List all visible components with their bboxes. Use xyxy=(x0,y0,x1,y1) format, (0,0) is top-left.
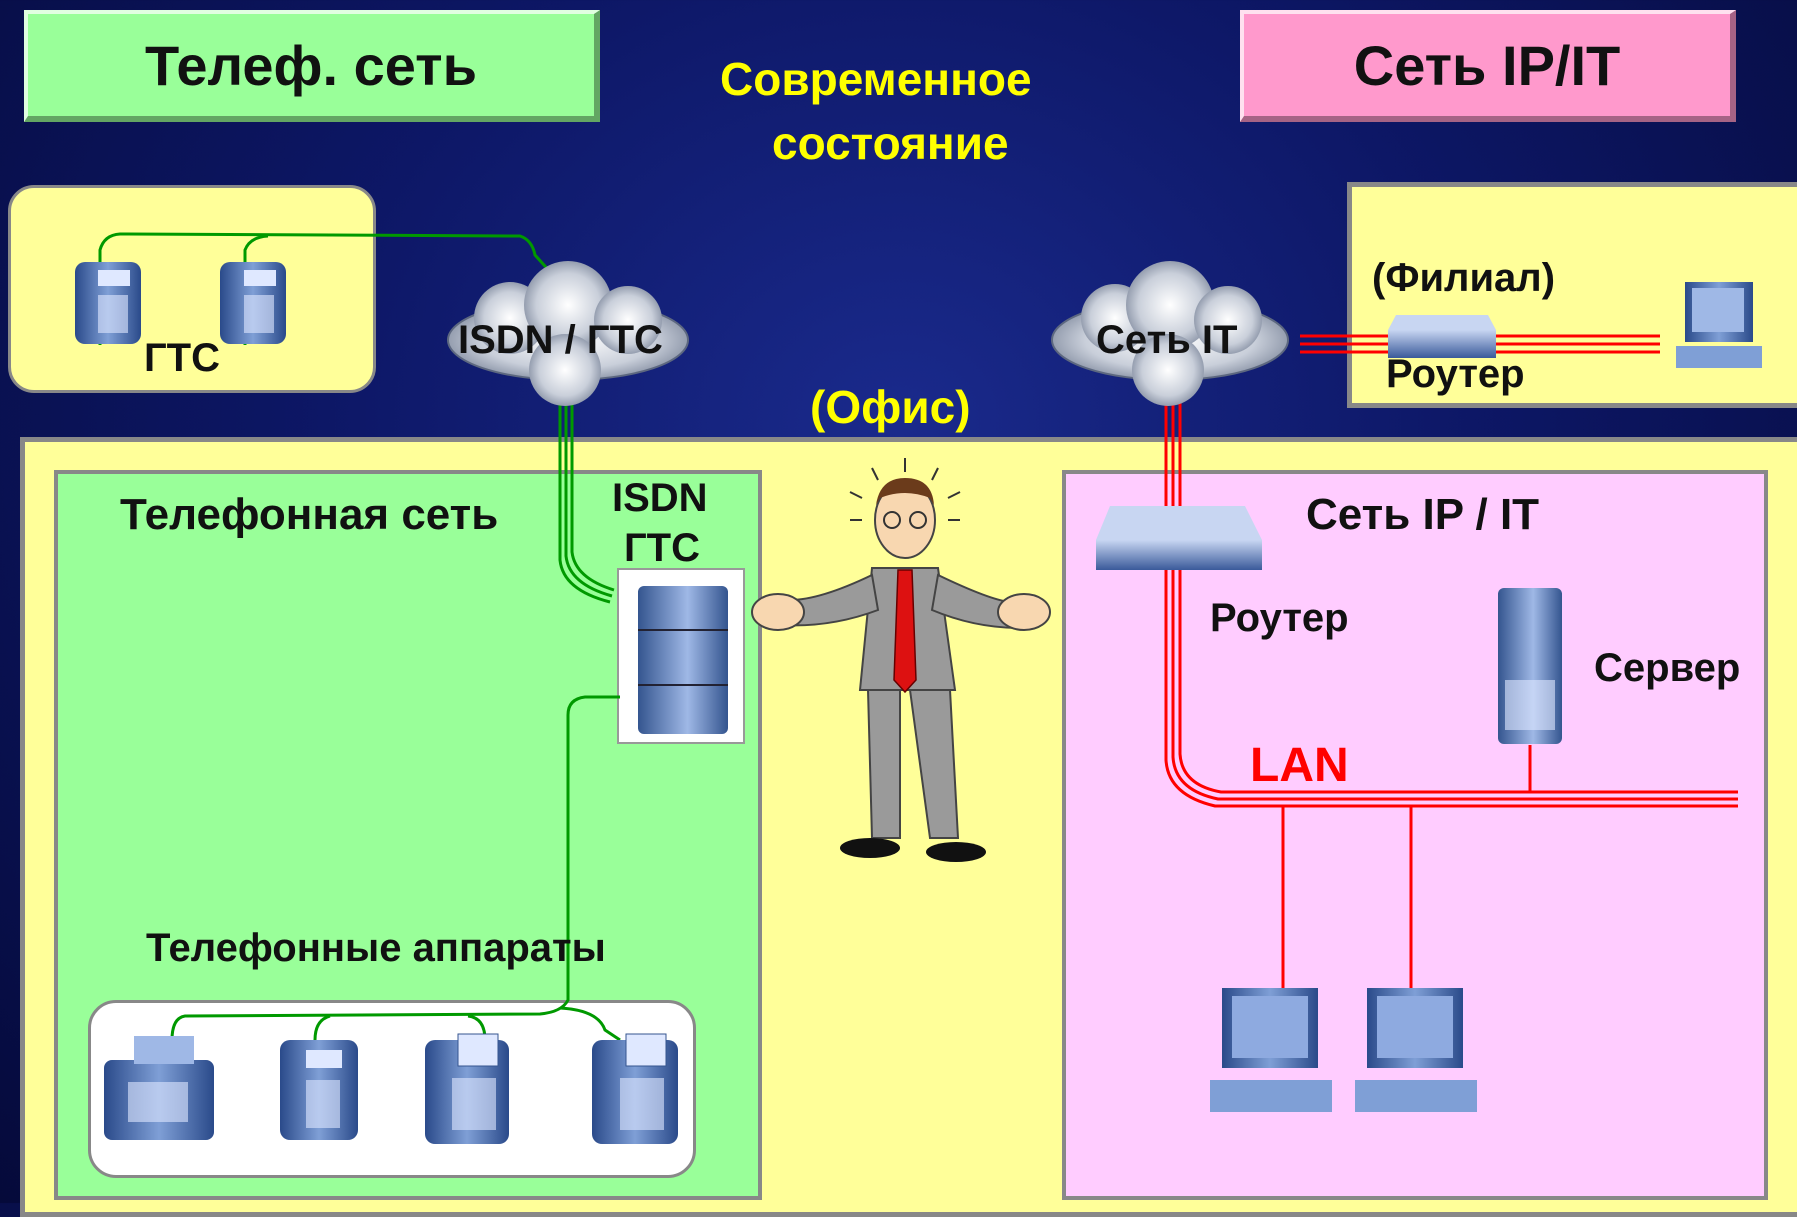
gts-label: ГТС xyxy=(144,336,220,380)
branch-router xyxy=(1388,315,1496,358)
office-router xyxy=(1096,506,1262,570)
branch-pc xyxy=(1676,282,1762,368)
gts-lines xyxy=(98,232,555,345)
pbx-device xyxy=(638,586,728,734)
office-phone-1 xyxy=(280,1040,358,1140)
gts-phone-2 xyxy=(220,262,286,344)
phone-lines xyxy=(170,695,621,1042)
isdn-trunk xyxy=(558,395,615,604)
phone-network-title: Телефонная сеть xyxy=(120,490,499,539)
branch-label: (Филиал) xyxy=(1372,256,1556,300)
office-label: (Офис) xyxy=(810,381,971,433)
branch-router-label: Роутер xyxy=(1386,352,1525,396)
fax-machine xyxy=(104,1036,214,1140)
isdn-cloud-label: ISDN / ГТС xyxy=(458,318,663,362)
office-pc-1 xyxy=(1210,988,1332,1112)
lan-label: LAN xyxy=(1250,739,1349,792)
gts-pbx-label: ГТС xyxy=(624,526,700,570)
it-cloud xyxy=(1051,261,1289,406)
server-device xyxy=(1498,588,1562,744)
isdn-cloud xyxy=(447,261,689,406)
ip-network-title: Сеть IP / IT xyxy=(1306,490,1540,539)
router-label: Роутер xyxy=(1210,596,1349,640)
isdn-label: ISDN xyxy=(612,476,708,520)
office-pc-2 xyxy=(1355,988,1477,1112)
ip-network-banner: Сеть IP/IT xyxy=(1240,10,1736,122)
office-phone-2 xyxy=(425,1033,509,1144)
server-label: Сервер xyxy=(1594,646,1741,690)
gts-panel xyxy=(8,185,376,393)
title-line-1: Современное xyxy=(720,53,1032,105)
phone-network-banner: Телеф. сеть xyxy=(24,10,600,122)
it-cloud-label: Сеть IT xyxy=(1096,318,1238,362)
confused-person xyxy=(751,458,1051,862)
title-line-2: состояние xyxy=(772,117,1009,169)
office-phone-3 xyxy=(592,1033,678,1144)
gts-phone-1 xyxy=(75,262,141,344)
phones-label: Телефонные аппараты xyxy=(146,926,606,970)
